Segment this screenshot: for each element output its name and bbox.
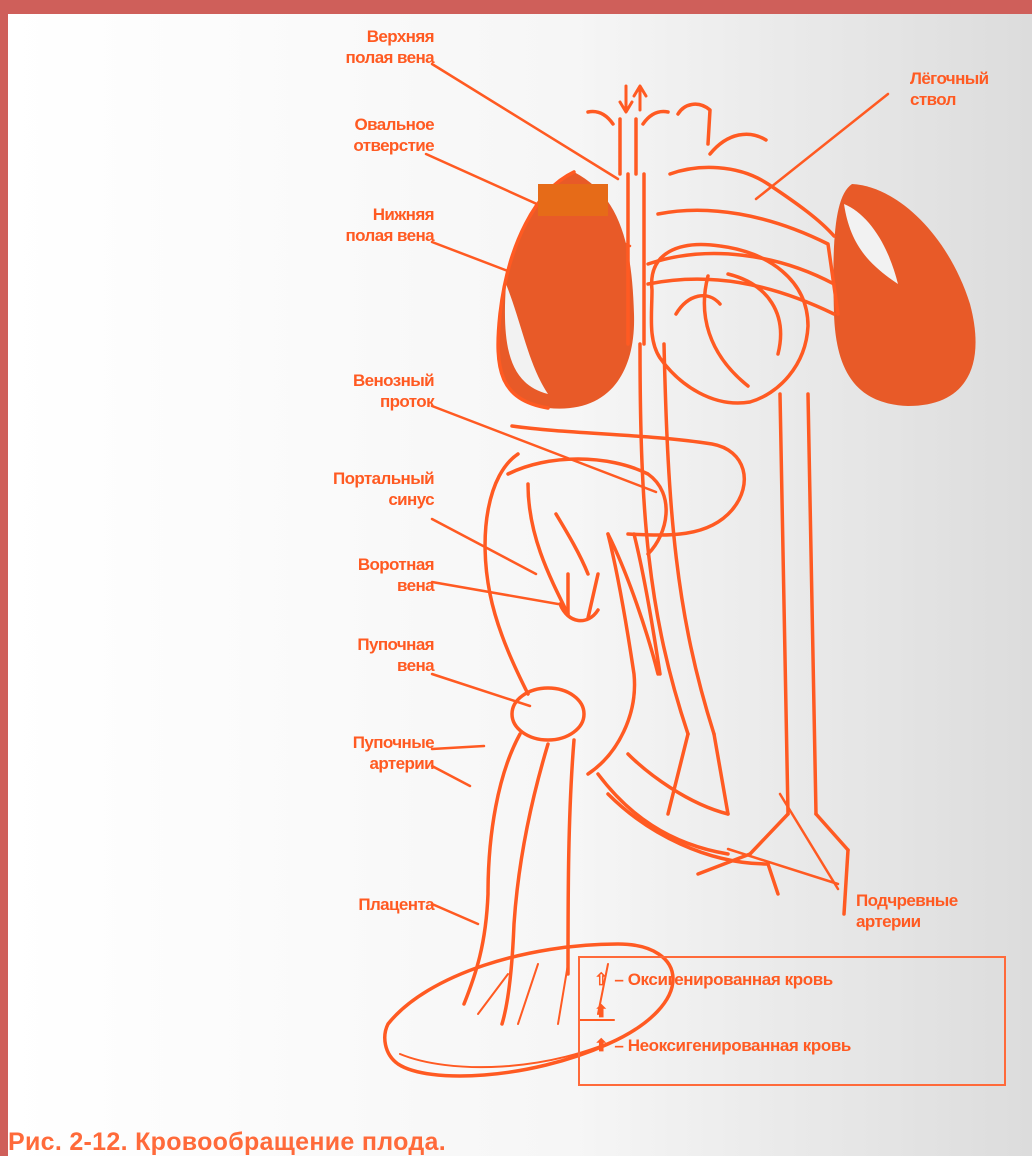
label-line: Портальный [333, 468, 434, 489]
legend-box: ⇧ – Оксигенированная кровь ⬆ ⬆ – Неоксиг… [578, 956, 1006, 1086]
label-line: Плацента [358, 894, 434, 915]
label-portal-sinus: Портальный синус [333, 468, 434, 510]
label-placenta: Плацента [358, 894, 434, 915]
label-line: Подчревные [856, 890, 958, 911]
label-umbilical-arteries: Пупочные артерии [353, 732, 434, 774]
label-line: полая вена [345, 225, 434, 246]
legend-deoxygenated-text: – Неоксигенированная кровь [614, 1036, 851, 1055]
label-line: вена [358, 575, 434, 596]
label-ductus-venosus: Венозный проток [353, 370, 434, 412]
legend-oxygenated-text: – Оксигенированная кровь [614, 970, 833, 989]
lung-apex-shade [538, 184, 608, 216]
label-line: синус [333, 489, 434, 510]
label-line: Венозный [353, 370, 434, 391]
leader-lines [426, 64, 888, 924]
label-line: проток [353, 391, 434, 412]
solid-arrow-icon: ⬆ [592, 1036, 610, 1056]
label-line: вена [357, 655, 434, 676]
label-line: ствол [910, 89, 989, 110]
label-line: артерии [353, 753, 434, 774]
label-umbilical-vein: Пупочная вена [357, 634, 434, 676]
label-line: полая вена [345, 47, 434, 68]
label-line: артерии [856, 911, 958, 932]
label-superior-vena-cava: Верхняя полая вена [345, 26, 434, 68]
label-line: Воротная [358, 554, 434, 575]
label-line: Нижняя [345, 204, 434, 225]
hollow-arrow-icon: ⇧ [592, 970, 610, 990]
legend-mixed: ⬆ [592, 1002, 610, 1022]
figure-caption: Рис. 2-12. Кровообращение плода. [8, 1128, 446, 1156]
figure-sheet: Верхняя полая вена Овальное отверстие Ни… [8, 14, 1032, 1156]
flow-arrows-top [620, 86, 646, 112]
legend-oxygenated: ⇧ – Оксигенированная кровь [592, 970, 833, 990]
label-line: Лёгочный [910, 68, 989, 89]
legend-deoxygenated: ⬆ – Неоксигенированная кровь [592, 1036, 851, 1056]
aorta-ivc [640, 344, 848, 854]
label-line: Верхняя [345, 26, 434, 47]
label-line: Пупочная [357, 634, 434, 655]
label-inferior-vena-cava: Нижняя полая вена [345, 204, 434, 246]
half-arrow-icon: ⬆ [592, 1002, 610, 1022]
label-hypogastric-arteries: Подчревные артерии [856, 890, 958, 932]
label-line: Овальное [353, 114, 434, 135]
label-line: отверстие [353, 135, 434, 156]
label-foramen-ovale: Овальное отверстие [353, 114, 434, 156]
label-line: Пупочные [353, 732, 434, 753]
label-portal-vein: Воротная вена [358, 554, 434, 596]
heart [651, 245, 808, 403]
label-pulmonary-trunk: Лёгочный ствол [910, 68, 989, 110]
